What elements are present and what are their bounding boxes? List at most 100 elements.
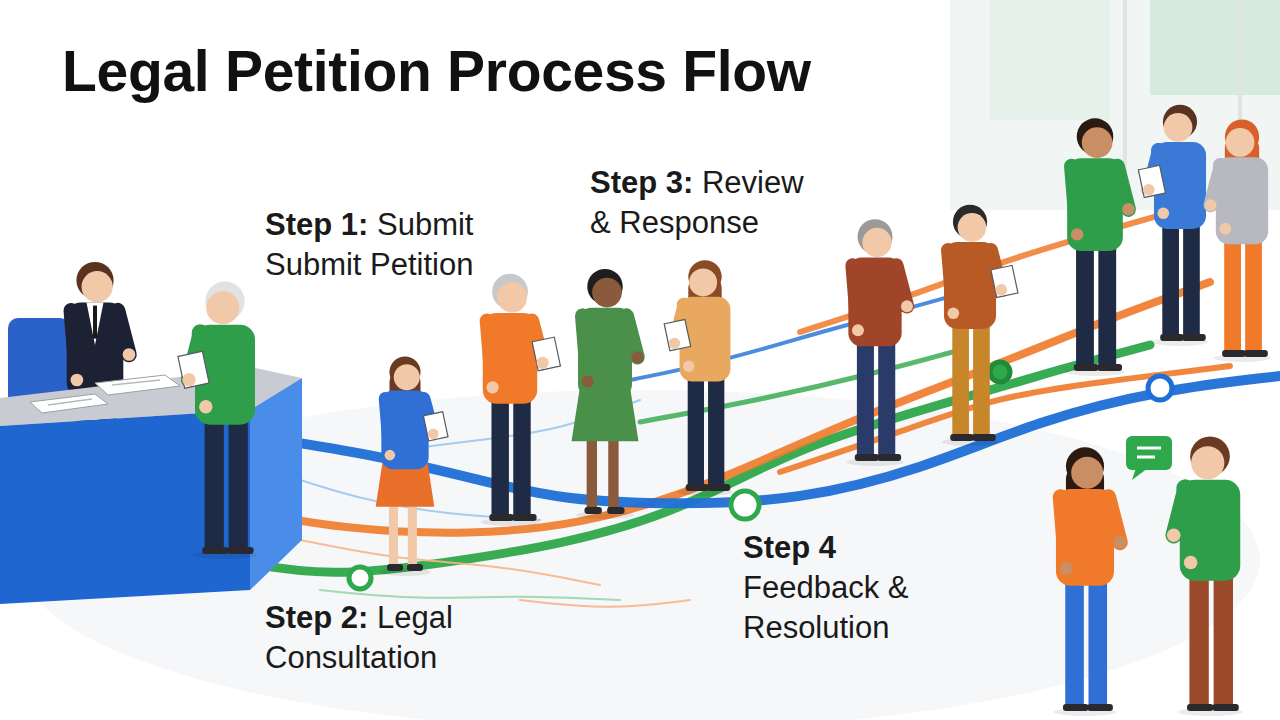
paper-line <box>48 399 92 405</box>
hand <box>1071 228 1083 240</box>
shoe <box>1182 334 1206 341</box>
hand <box>123 348 136 361</box>
bubble-body <box>1126 436 1172 470</box>
label-part: Step 2: <box>265 600 368 635</box>
paper-line <box>112 380 160 385</box>
hand <box>901 300 913 312</box>
hand <box>1143 184 1155 196</box>
arm <box>627 316 638 358</box>
step-label: Step 4 Feedback & Resolution <box>743 528 933 648</box>
window-pane <box>1150 0 1280 95</box>
face <box>1226 128 1255 157</box>
chat-bubble <box>1126 436 1172 480</box>
hand <box>582 375 594 387</box>
hand <box>683 361 694 372</box>
leg <box>1224 238 1241 352</box>
arm <box>1174 488 1186 535</box>
hand <box>486 381 498 393</box>
face <box>958 213 987 242</box>
step-marker <box>731 491 759 519</box>
diagram-title: Legal Petition Process Flow <box>62 38 811 104</box>
leg <box>878 340 895 456</box>
face <box>689 268 717 296</box>
held-paper <box>664 319 690 350</box>
arm <box>385 399 390 456</box>
arm <box>1211 165 1221 205</box>
hand <box>1113 536 1126 549</box>
hand <box>537 357 549 369</box>
shoe <box>1187 704 1213 711</box>
leg <box>1162 223 1179 336</box>
person-figure <box>572 269 644 519</box>
leg <box>857 340 874 456</box>
shoe <box>584 507 601 514</box>
leg <box>1065 580 1084 706</box>
face <box>1082 127 1113 158</box>
held-paper <box>178 351 209 388</box>
people <box>178 105 1270 716</box>
person-figure <box>480 274 560 526</box>
hand <box>669 338 680 349</box>
flow-line <box>800 204 1200 332</box>
person-figure <box>846 219 913 466</box>
face <box>1071 457 1103 489</box>
person-figure <box>942 205 1018 446</box>
leg <box>1098 245 1116 366</box>
held-paper <box>532 337 560 371</box>
person-shadow <box>576 511 635 519</box>
tie <box>93 306 97 339</box>
label-part: Step 1: <box>265 207 368 242</box>
arm <box>1072 166 1078 234</box>
held-paper <box>423 412 448 441</box>
leg <box>1183 223 1200 336</box>
hand <box>1184 556 1198 570</box>
face <box>82 271 113 302</box>
arm <box>1061 497 1067 568</box>
shoe <box>1222 350 1246 357</box>
shoe <box>227 547 253 554</box>
leg <box>973 323 990 436</box>
hand <box>71 374 84 387</box>
shoe <box>407 564 423 571</box>
leg <box>1189 575 1208 706</box>
arm <box>487 321 492 387</box>
face <box>206 291 239 324</box>
step-label: Step 2: Legal Consultation <box>265 598 485 678</box>
person-figure <box>1138 105 1208 346</box>
leg <box>205 419 224 549</box>
leg <box>1214 575 1233 706</box>
arm <box>1117 166 1128 209</box>
step-marker <box>1148 376 1172 400</box>
hand <box>182 373 195 386</box>
hand <box>1219 223 1231 235</box>
leg <box>1088 580 1107 706</box>
face <box>394 364 420 390</box>
leg <box>1245 238 1262 352</box>
shoe <box>855 454 879 461</box>
leg <box>952 323 969 436</box>
floor-shade <box>20 390 1260 720</box>
shoe <box>1212 704 1238 711</box>
shoe <box>877 454 901 461</box>
desk <box>0 368 302 604</box>
shirt-collar <box>87 303 104 345</box>
hand <box>1167 529 1181 543</box>
leg <box>708 375 724 486</box>
flow-line <box>520 600 690 607</box>
hand <box>948 307 960 319</box>
hand <box>1060 562 1073 575</box>
hand <box>631 351 643 363</box>
shoe <box>1063 704 1089 711</box>
hand <box>428 429 439 440</box>
shoe <box>1244 350 1268 357</box>
person-figure <box>1167 436 1243 716</box>
step-label: Step 3: Review & Response <box>590 163 815 243</box>
shoe <box>686 484 709 491</box>
person-figure <box>376 357 448 576</box>
shoe <box>707 484 730 491</box>
flow-line <box>300 540 600 585</box>
desk-side <box>250 378 302 590</box>
person-shadow <box>379 568 430 576</box>
person-figure <box>664 260 732 496</box>
